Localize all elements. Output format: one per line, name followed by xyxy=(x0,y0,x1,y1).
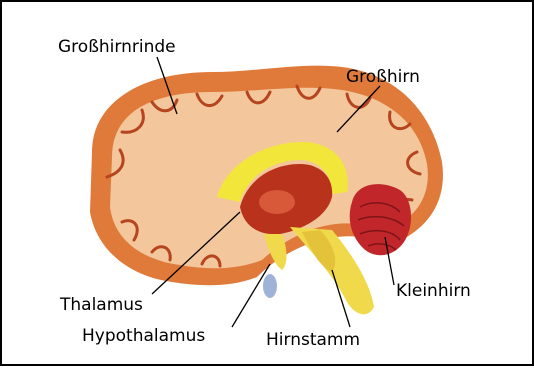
label-hypothalamus: Hypothalamus xyxy=(82,326,205,346)
label-hirnstamm: Hirnstamm xyxy=(266,330,360,350)
label-grosshirnrinde: Großhirnrinde xyxy=(58,37,176,57)
label-kleinhirn: Kleinhirn xyxy=(396,281,471,301)
label-grosshirn: Großhirn xyxy=(346,67,420,87)
thalamus-highlight xyxy=(259,190,295,214)
label-thalamus: Thalamus xyxy=(59,295,143,315)
pituitary-shape xyxy=(263,274,277,298)
